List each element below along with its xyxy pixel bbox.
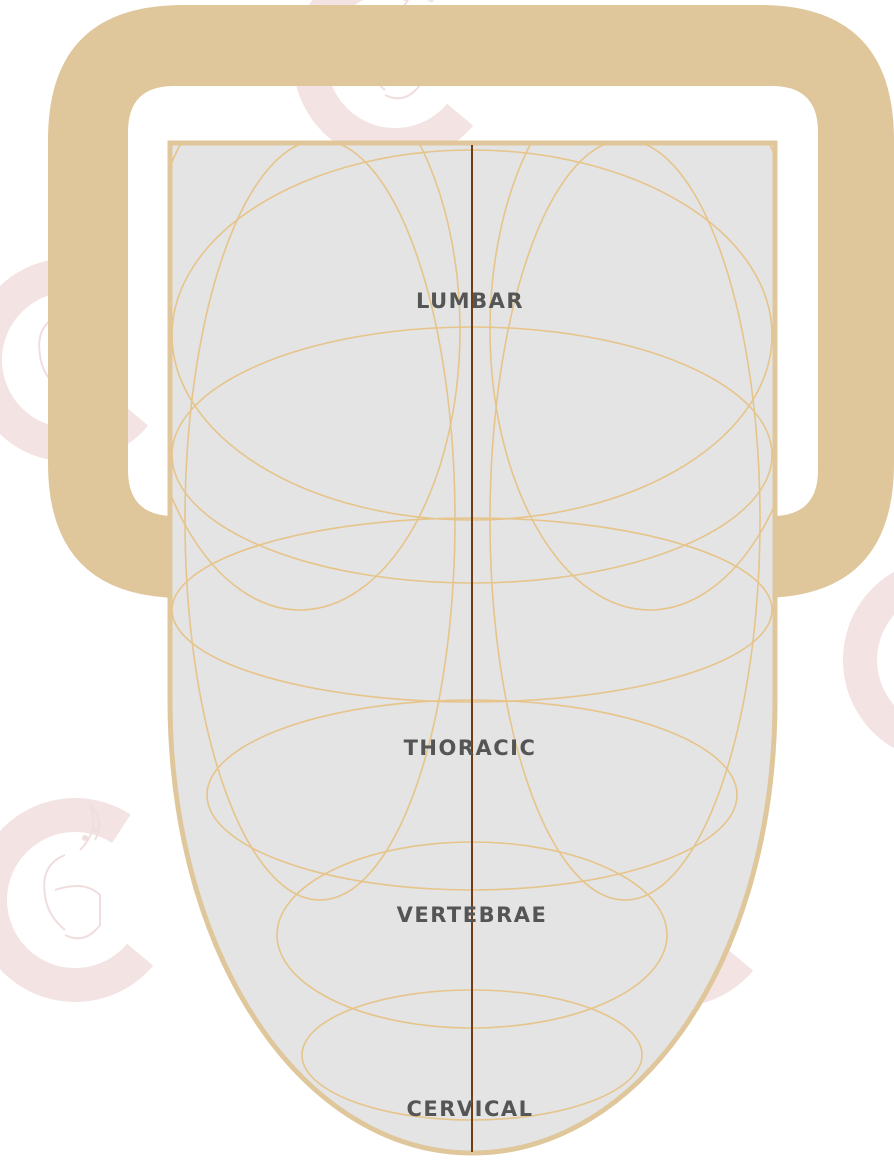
zone-label-lumbar: LUMBAR	[416, 289, 524, 313]
zone-label-vertebrae: VERTEBRAE	[397, 903, 548, 927]
zone-label-thoracic: THORACIC	[404, 736, 537, 760]
zone-label-cervical: CERVICAL	[406, 1097, 533, 1121]
